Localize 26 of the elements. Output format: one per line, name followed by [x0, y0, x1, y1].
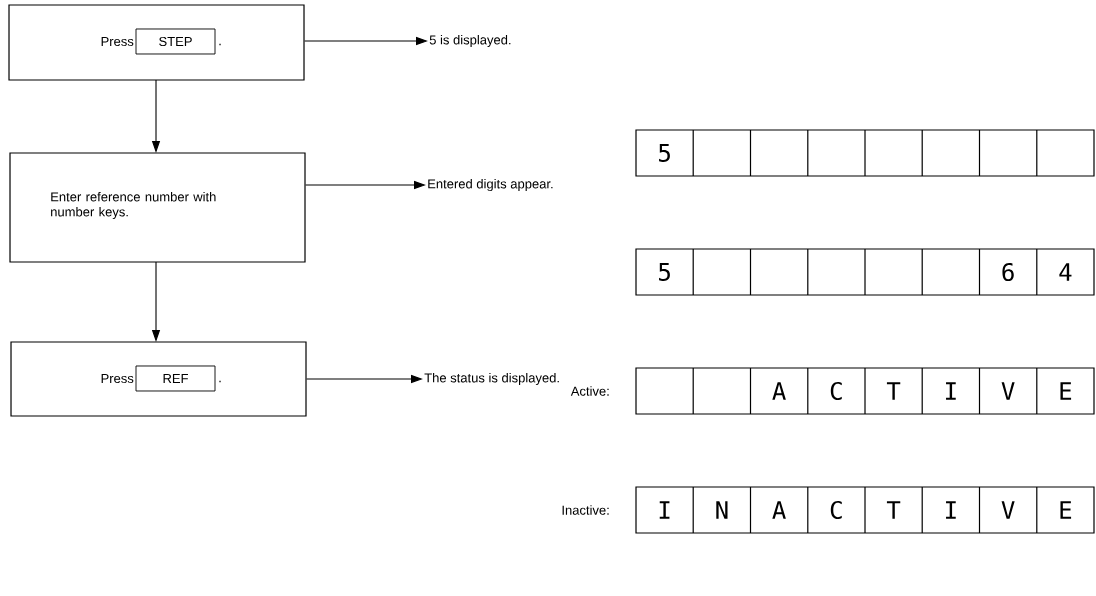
display-label: Active:: [570, 386, 609, 396]
display-character: V: [1001, 382, 1015, 400]
result-text: The status is displayed.: [424, 372, 559, 386]
display-character: T: [886, 501, 901, 519]
process-box: Enter reference number with number keys.: [9, 152, 306, 263]
display-character: 6: [1002, 262, 1014, 282]
display-character: E: [1060, 382, 1072, 400]
display-character: I: [659, 501, 670, 519]
result-text: Entered digits appear.: [428, 178, 553, 192]
display-label: Inactive:: [562, 505, 609, 515]
display-character: 5: [659, 263, 670, 281]
display-character: N: [716, 501, 728, 519]
key-box: REF: [135, 365, 216, 392]
key-box: STEP: [135, 28, 216, 55]
display-character: 4: [1059, 263, 1072, 281]
display-character: C: [830, 500, 842, 520]
display-character: A: [772, 382, 786, 400]
display-character: E: [1060, 501, 1072, 519]
display-character: I: [946, 501, 956, 519]
display-character: T: [886, 382, 901, 400]
display-character: A: [772, 501, 786, 519]
display-character: I: [946, 382, 956, 400]
display-character: C: [830, 381, 842, 401]
result-text: 5 is displayed.: [429, 34, 511, 48]
display-character: V: [1001, 501, 1015, 519]
display-character: 5: [659, 144, 670, 162]
